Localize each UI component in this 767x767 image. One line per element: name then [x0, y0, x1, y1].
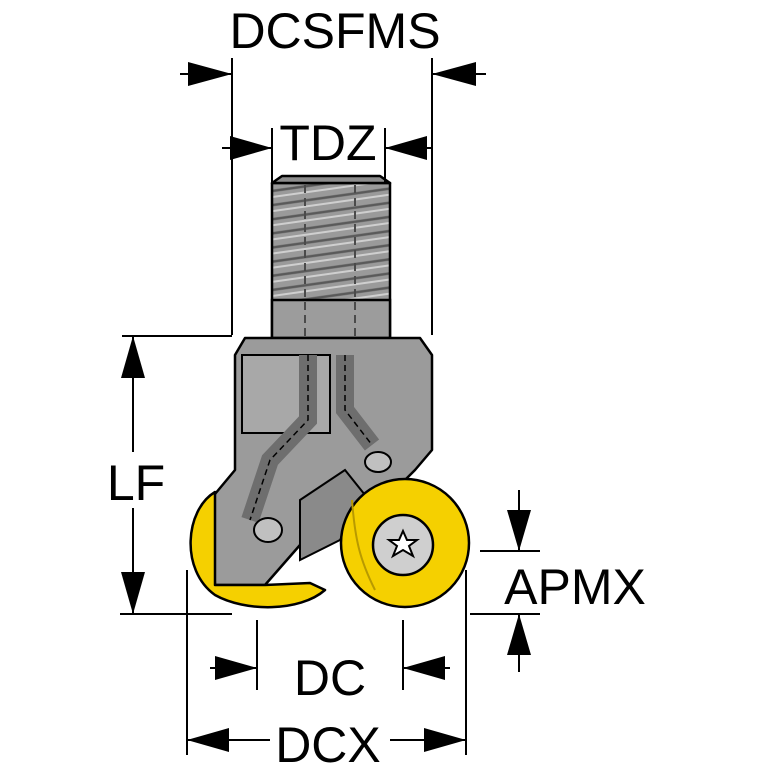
- dcsfms-label: DCSFMS: [229, 3, 440, 59]
- dimension-tdz: TDZ: [222, 115, 432, 183]
- cutter-body: [208, 336, 434, 587]
- dimension-dcx: DCX: [186, 570, 467, 767]
- dimension-apmx: APMX: [470, 490, 646, 672]
- dimension-dc: DC: [210, 620, 450, 706]
- dcx-label: DCX: [275, 717, 381, 767]
- apmx-label: APMX: [504, 559, 646, 615]
- dc-label: DC: [294, 650, 366, 706]
- torx-screw-icon: [371, 513, 435, 577]
- threaded-shank: [270, 174, 392, 340]
- dimension-dcsfms: DCSFMS: [180, 3, 486, 335]
- dimension-lf: LF: [106, 335, 232, 615]
- tdz-label: TDZ: [279, 115, 376, 171]
- lf-label: LF: [107, 455, 165, 511]
- left-insert: [189, 490, 327, 609]
